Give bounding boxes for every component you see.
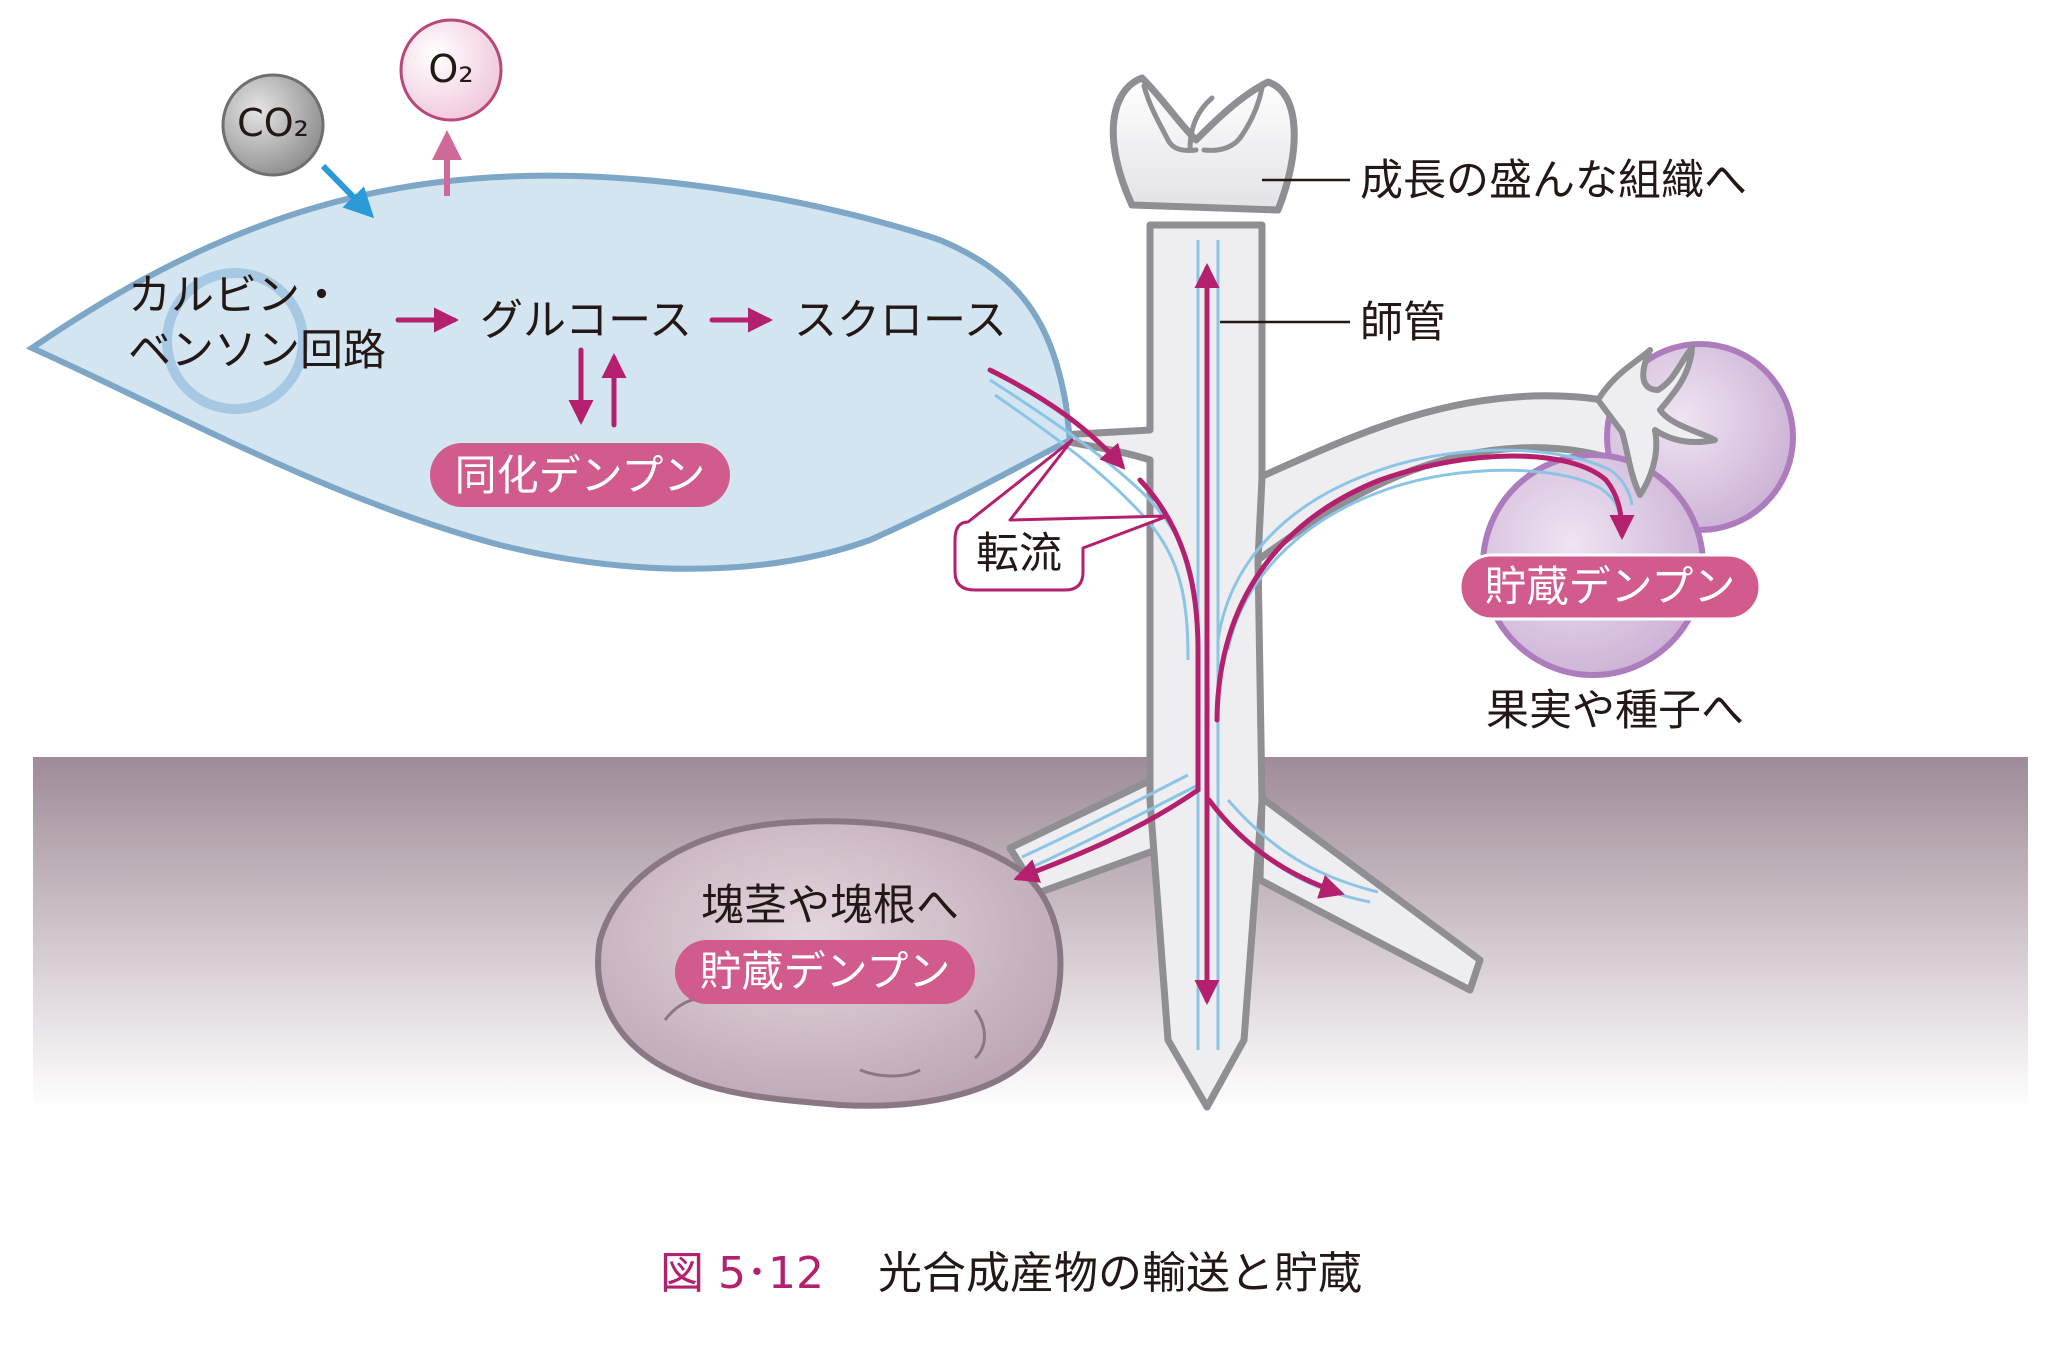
assimilation-starch-pill — [430, 443, 730, 507]
translocation-label: 転流 — [976, 529, 1062, 579]
bud-detail — [1141, 83, 1265, 153]
o2-bubble — [399, 18, 503, 122]
phloem-label: 師管 — [1360, 298, 1446, 348]
calvin-cycle-ring — [162, 268, 308, 414]
assimilation-starch-label: 同化デンプン — [455, 451, 706, 500]
fruit-storage-starch-label: 貯蔵デンプン — [1485, 562, 1736, 611]
co2-label: CO₂ — [237, 101, 309, 145]
sucrose-label: スクロース — [794, 296, 1007, 346]
tuber-storage-starch-pill — [675, 940, 975, 1004]
leaf-reaction-arrows — [395, 307, 773, 428]
tuber-root-label: 塊茎や塊根へ — [701, 881, 959, 931]
fruit-seed-label: 果実や種子へ — [1486, 686, 1744, 736]
co2-bubble — [221, 73, 325, 177]
growing-tissue-label: 成長の盛んな組織へ — [1360, 156, 1747, 206]
tuber-storage-starch-label: 貯蔵デンプン — [700, 947, 951, 996]
figure-title: 光合成産物の輸送と貯蔵 — [878, 1248, 1362, 1299]
co2-in-arrow — [320, 163, 375, 219]
translocation-bubble — [953, 438, 1170, 592]
leaf — [25, 172, 1074, 572]
fruit-storage-starch-pill — [1458, 553, 1762, 621]
calvin-cycle-label-2: ベンソン回路 — [128, 326, 386, 376]
figure-number: 図 5･12 — [660, 1248, 824, 1299]
glucose-label: グルコース — [480, 296, 692, 346]
transport-arrows — [987, 263, 1635, 1005]
calvin-cycle-label-1: カルビン・ — [128, 271, 343, 321]
calyx — [1595, 345, 1718, 498]
o2-label: O₂ — [428, 47, 473, 91]
